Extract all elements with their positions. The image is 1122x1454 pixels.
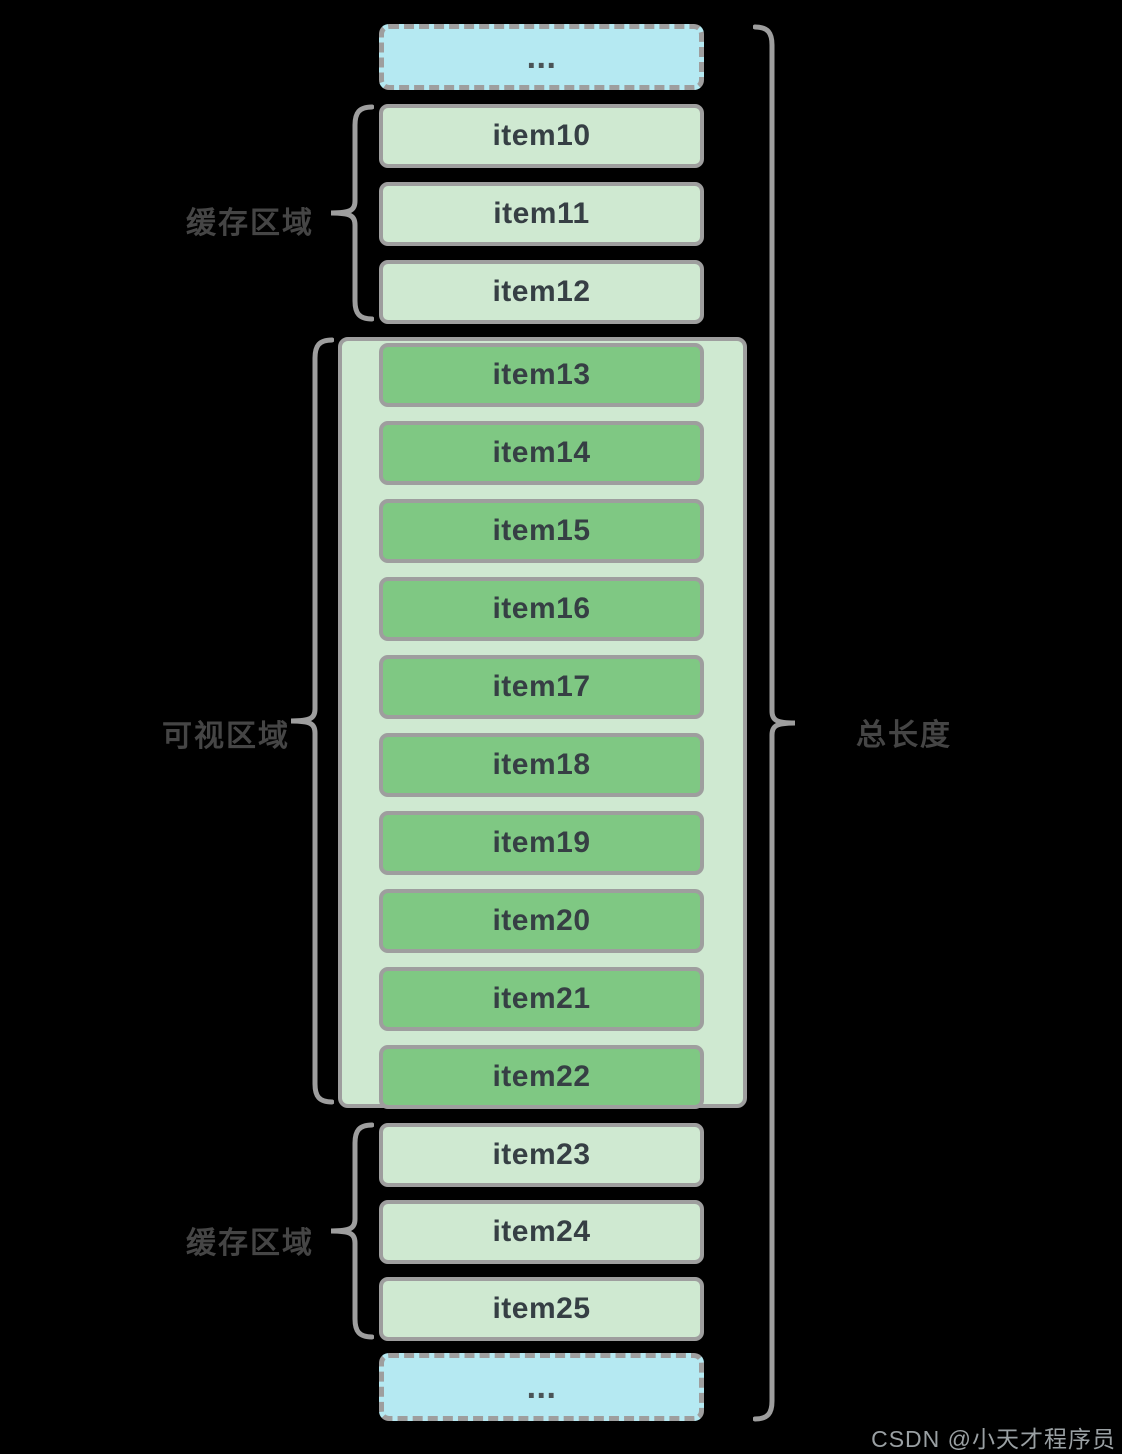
list-item: item15 [379,499,704,563]
list-item: item13 [379,343,704,407]
list-item: item21 [379,967,704,1031]
list-item: item20 [379,889,704,953]
brace-total-length [753,24,796,1422]
brace-top-cache [330,104,374,322]
list-item: item11 [379,182,704,246]
brace-visible-area [290,337,334,1105]
total-length-label: 总长度 [856,719,952,752]
list-item: item12 [379,260,704,324]
list-item: item22 [379,1045,704,1109]
watermark: CSDN @小天才程序员 [871,1426,1116,1452]
bottom-cache-label: 缓存区域 [186,1227,314,1260]
list-item: item25 [379,1277,704,1341]
ellipsis-box-bottom: ... [379,1353,704,1421]
list-item: item24 [379,1200,704,1264]
top-cache-label: 缓存区域 [186,207,314,240]
ellipsis-box-top: ... [379,24,704,90]
list-item: item17 [379,655,704,719]
list-item: item10 [379,104,704,168]
brace-bottom-cache [330,1122,374,1340]
visible-area-label: 可视区域 [162,720,290,753]
list-item: item23 [379,1123,704,1187]
list-item: item19 [379,811,704,875]
list-item: item14 [379,421,704,485]
list-item: item16 [379,577,704,641]
list-item: item18 [379,733,704,797]
